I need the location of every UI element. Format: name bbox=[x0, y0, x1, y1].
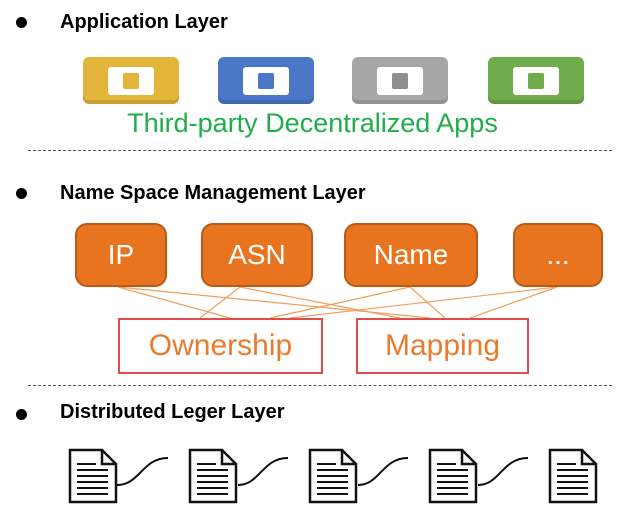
dapp-icon-blue bbox=[218, 57, 314, 104]
namespace-box-asn: ASN bbox=[201, 223, 313, 287]
link-line bbox=[469, 286, 558, 319]
ledger-block-icon bbox=[68, 448, 118, 504]
namespace-box-more: ... bbox=[513, 223, 603, 287]
layer-divider bbox=[28, 385, 612, 386]
link-line bbox=[289, 286, 558, 319]
link-line bbox=[199, 286, 241, 319]
chain-link bbox=[357, 457, 409, 486]
ownership-box: Ownership bbox=[118, 318, 323, 374]
namespace-box-name: Name bbox=[344, 223, 478, 287]
chain-link bbox=[116, 457, 169, 486]
link-line bbox=[117, 286, 231, 319]
namespace-layer-title: Name Space Management Layer bbox=[60, 182, 366, 204]
link-line bbox=[117, 286, 431, 319]
chain-link bbox=[477, 457, 529, 486]
apps-caption: Third-party Decentralized Apps bbox=[127, 108, 498, 138]
application-layer-title: Application Layer bbox=[60, 11, 228, 33]
link-line bbox=[239, 286, 401, 319]
bullet-icon bbox=[16, 188, 27, 199]
chain-link bbox=[237, 457, 289, 486]
dapp-icon-yellow bbox=[83, 57, 179, 104]
ledger-block-icon bbox=[428, 448, 478, 504]
ledger-block-icon bbox=[188, 448, 238, 504]
dapp-icon-gray bbox=[352, 57, 448, 104]
mapping-box: Mapping bbox=[356, 318, 529, 374]
bullet-icon bbox=[16, 17, 27, 28]
dapp-icon-green bbox=[488, 57, 584, 104]
ledger-block-icon bbox=[308, 448, 358, 504]
ledger-block-icon bbox=[548, 448, 598, 504]
bullet-icon bbox=[16, 409, 27, 420]
link-line bbox=[269, 286, 411, 319]
namespace-box-ip: IP bbox=[75, 223, 167, 287]
ledger-layer-title: Distributed Leger Layer bbox=[60, 401, 285, 423]
layer-divider bbox=[28, 150, 612, 151]
